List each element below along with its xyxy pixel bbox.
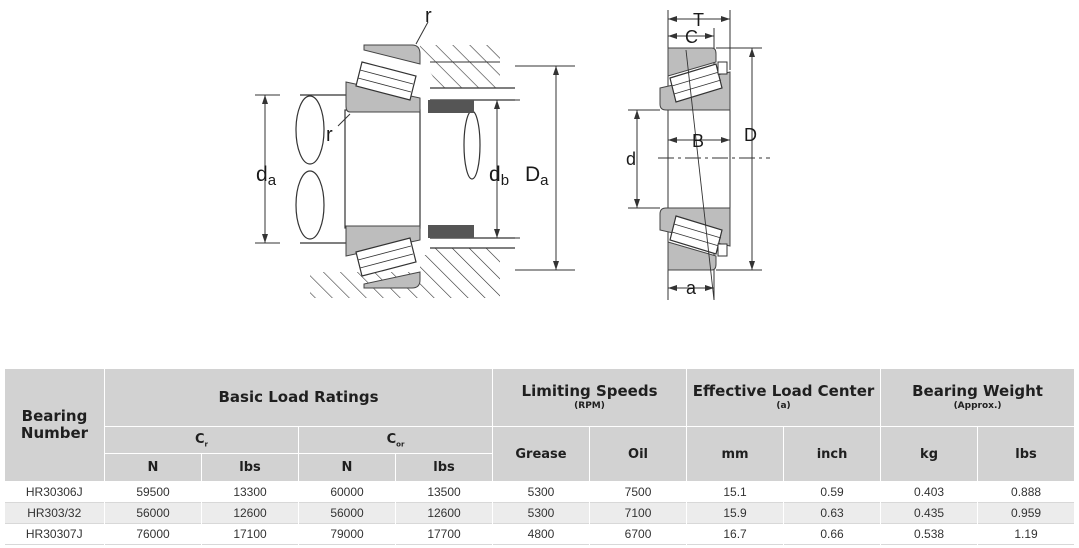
header-cor: Cor (297, 426, 494, 454)
label-Da: Da (525, 163, 549, 189)
cell-cor-lbs: 12600 (395, 502, 494, 524)
cell-bearing-number: HR30307J (4, 523, 105, 545)
header-cor-lbs: lbs (394, 453, 494, 482)
spacer-bottom (428, 225, 474, 238)
label-db: db (489, 163, 509, 189)
cell-weight-kg: 0.403 (880, 481, 979, 503)
cell-load-center-inch: 0.59 (783, 481, 882, 503)
housing-bottom-hatch (310, 248, 500, 298)
cell-cor-n: 60000 (298, 481, 396, 503)
cell-load-center-mm: 15.9 (686, 502, 785, 524)
cell-load-center-inch: 0.66 (783, 523, 882, 545)
label-B: B (692, 131, 704, 151)
cell-weight-kg: 0.435 (880, 502, 979, 524)
cell-weight-lbs: 1.19 (977, 523, 1076, 545)
cell-grease: 5300 (492, 502, 591, 524)
cell-weight-lbs: 0.959 (977, 502, 1076, 524)
bearing-cup-bottom (363, 271, 421, 289)
cell-cr-n: 56000 (104, 502, 202, 524)
spacer-top (428, 100, 474, 113)
header-cor-n: N (298, 453, 396, 482)
header-basic-load-ratings: Basic Load Ratings (103, 368, 494, 427)
cell-cor-lbs: 17700 (395, 523, 494, 545)
cell-weight-lbs: 0.888 (977, 481, 1076, 503)
header-cr: Cr (104, 426, 299, 454)
cell-grease: 4800 (492, 523, 591, 545)
dimension-diagram: T C B d D a (626, 10, 770, 301)
cell-load-center-inch: 0.63 (783, 502, 882, 524)
cell-grease: 5300 (492, 481, 591, 503)
cell-cor-n: 79000 (298, 523, 396, 545)
bearing-cone-top (345, 81, 421, 113)
cell-cr-lbs: 17100 (201, 523, 299, 545)
label-T: T (693, 10, 704, 30)
header-cr-lbs: lbs (201, 453, 299, 482)
cell-weight-kg: 0.538 (880, 523, 979, 545)
cell-oil: 6700 (589, 523, 688, 545)
cell-bearing-number: HR303/32 (4, 502, 105, 524)
cell-cr-lbs: 12600 (201, 502, 299, 524)
cell-cor-n: 56000 (298, 502, 396, 524)
label-a: a (686, 278, 697, 298)
cell-cr-lbs: 13300 (201, 481, 299, 503)
label-da: da (256, 163, 277, 189)
header-mm: mm (686, 426, 785, 482)
label-r-top: r (425, 5, 432, 27)
cell-oil: 7100 (589, 502, 688, 524)
header-kg: kg (880, 426, 979, 482)
cup-bottom (667, 241, 717, 271)
mounting-diagram: r r da db Da (255, 5, 575, 298)
housing-top-hatch (310, 45, 500, 88)
cell-load-center-mm: 16.7 (686, 523, 785, 545)
cell-cr-n: 76000 (104, 523, 202, 545)
header-grease: Grease (492, 426, 591, 482)
header-inch: inch (783, 426, 882, 482)
label-D: D (744, 125, 757, 145)
header-effective-load-center: Effective Load Center(a) (686, 368, 882, 427)
cell-cr-n: 59500 (104, 481, 202, 503)
header-weight-lbs: lbs (977, 426, 1076, 482)
cell-load-center-mm: 15.1 (686, 481, 785, 503)
bearing-cup-top (363, 44, 421, 65)
cup-top (667, 47, 717, 77)
header-limiting-speeds: Limiting Speeds(RPM) (492, 368, 688, 427)
bearing-diagram: r r da db Da (255, 5, 770, 301)
label-r-left: r (326, 124, 333, 146)
header-bearing-weight: Bearing Weight(Approx.) (880, 368, 1076, 427)
header-oil: Oil (589, 426, 688, 482)
header-cr-n: N (104, 453, 202, 482)
label-C: C (685, 27, 698, 47)
label-d: d (626, 149, 636, 169)
cell-bearing-number: HR30306J (4, 481, 105, 503)
cell-oil: 7500 (589, 481, 688, 503)
shaft-outline (300, 94, 360, 244)
cell-cor-lbs: 13500 (395, 481, 494, 503)
